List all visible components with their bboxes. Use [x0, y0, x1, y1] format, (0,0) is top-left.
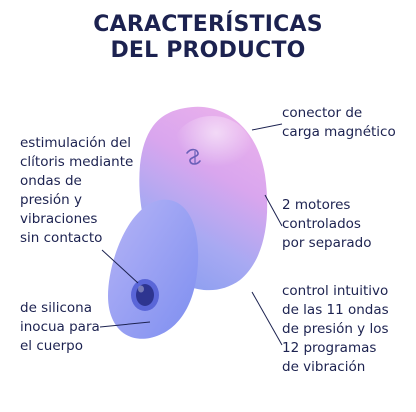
feature-control: control intuitivo de las 11 ondas de pre… — [282, 282, 389, 377]
leader-connector — [251, 123, 283, 131]
feature-text-line: inocua para — [20, 319, 100, 335]
leader-control — [251, 291, 283, 346]
feature-text-line: control intuitivo — [282, 283, 389, 299]
feature-silicone: de silicona inocua para el cuerpo — [20, 299, 100, 356]
feature-text-line: controlados — [282, 216, 361, 232]
page-title-line2: DEL PRODUCTO — [110, 38, 306, 63]
satisfyer-logo-icon — [186, 148, 201, 165]
feature-stimulation: estimulación del clítoris mediante ondas… — [20, 134, 133, 248]
leader-motors — [264, 194, 283, 227]
feature-text-line: estimulación del — [20, 135, 132, 151]
feature-text-line: de silicona — [20, 300, 92, 316]
leader-stimulation — [101, 249, 139, 284]
feature-text-line: conector de — [282, 105, 363, 121]
feature-text-line: de las 11 ondas — [282, 302, 389, 318]
feature-text-line: 12 programas — [282, 340, 377, 356]
feature-text-line: de vibración — [282, 359, 366, 375]
leader-lines — [99, 123, 283, 346]
feature-text-line: por separado — [282, 235, 372, 251]
page-title-line1: CARACTERÍSTICAS — [93, 12, 323, 37]
feature-text-line: de presión y los — [282, 321, 389, 337]
feature-text-line: el cuerpo — [20, 338, 84, 354]
product-head — [108, 199, 199, 339]
feature-text-line: clítoris mediante — [20, 154, 134, 170]
feature-text-line: vibraciones — [20, 211, 98, 227]
feature-text-line: carga magnético — [282, 124, 396, 140]
feature-motors: 2 motores controlados por separado — [282, 196, 372, 253]
feature-text-line: ondas de — [20, 173, 82, 189]
feature-text-line: sin contacto — [20, 230, 103, 246]
feature-connector: conector de carga magnético — [282, 104, 396, 142]
leader-silicone — [99, 321, 151, 328]
feature-text-line: 2 motores — [282, 197, 351, 213]
feature-text-line: presión y — [20, 192, 83, 208]
